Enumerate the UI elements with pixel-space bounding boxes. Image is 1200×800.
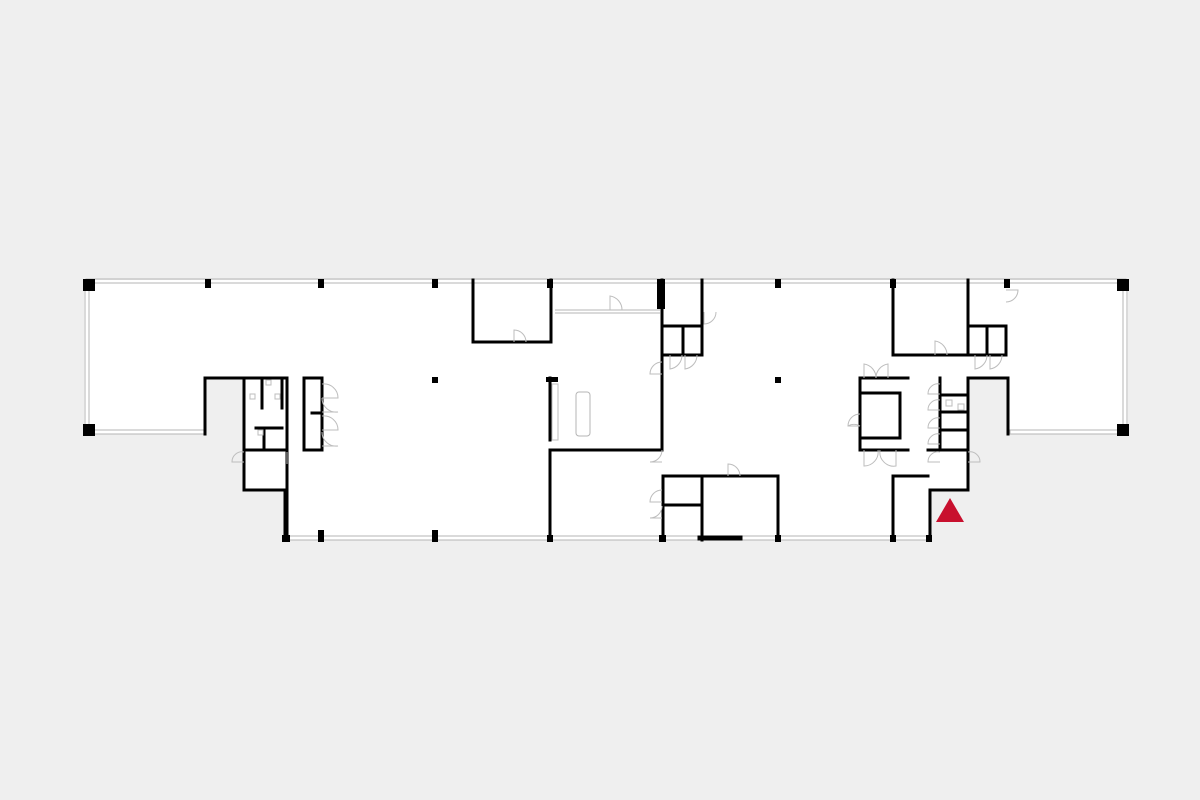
entrance-triangle-icon — [936, 498, 964, 522]
floor-area — [84, 280, 1128, 540]
columns — [83, 279, 1129, 542]
doors — [231, 289, 1019, 519]
